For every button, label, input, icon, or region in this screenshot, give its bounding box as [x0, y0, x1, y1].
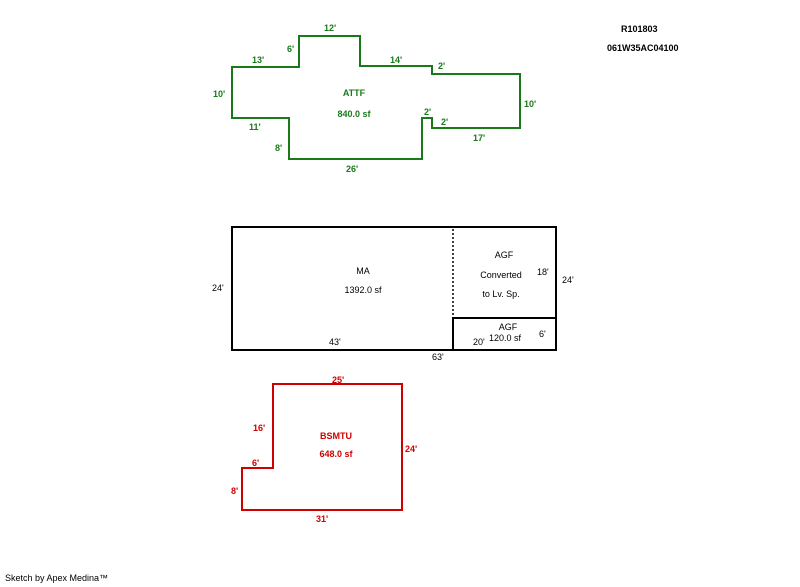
attf-label: ATTF: [342, 88, 366, 98]
attf-dim-top: 12': [324, 23, 337, 33]
attf-outline: [231, 35, 521, 160]
agf-small-label: AGF: [498, 322, 518, 332]
bsmtu-outline: [241, 383, 403, 511]
attf-dim-left-step-up: 6': [287, 44, 295, 54]
main-area-label: MA: [356, 266, 370, 276]
main-area-outline: [231, 226, 557, 351]
agf-small-area: 120.0 sf: [488, 333, 522, 343]
attf-dim-lower-right: 17': [473, 133, 486, 143]
attf-dim-right-step-top: 2': [438, 61, 446, 71]
attf-dim-left-step-down: 8': [275, 143, 283, 153]
agf-small-dim-width: 20': [473, 337, 485, 347]
agf-converted-line2: Converted: [480, 270, 522, 280]
attf-dim-lower-left: 11': [249, 122, 261, 132]
bsmtu-dim-left-lower: 8': [231, 486, 239, 496]
parcel-id: R101803: [621, 24, 658, 34]
attf-dim-upper-left: 13': [252, 55, 265, 65]
attf-dim-left-side: 10': [213, 89, 226, 99]
bsmtu-label: BSMTU: [320, 431, 352, 441]
bsmtu-area: 648.0 sf: [319, 449, 353, 459]
agf-converted-line3: to Lv. Sp.: [482, 289, 520, 299]
agf-small-outline: [452, 317, 557, 351]
bsmtu-dim-step: 6': [252, 458, 260, 468]
attf-dim-notch-vertical: 2': [424, 107, 432, 117]
bsmtu-dim-left-upper: 16': [253, 423, 266, 433]
sketch-credit: Sketch by Apex Medina™: [5, 573, 109, 583]
main-area-area: 1392.0 sf: [344, 285, 382, 295]
map-number: 061W35AC04100: [607, 43, 679, 53]
attf-area: 840.0 sf: [337, 109, 371, 119]
main-area-dim-right: 24': [562, 275, 574, 285]
agf-converted-label: AGF: [494, 250, 514, 260]
attf-dim-notch-horizontal: 2': [441, 117, 449, 127]
main-area-dim-total-bottom: 63': [432, 352, 444, 362]
agf-converted-dim-height: 18': [537, 267, 549, 277]
attf-dim-upper-right: 14': [390, 55, 403, 65]
main-area-dim-left: 24': [212, 283, 224, 293]
bsmtu-dim-top: 25': [332, 375, 345, 385]
bsmtu-dim-bottom: 31': [316, 514, 329, 524]
attf-dim-bottom: 26': [346, 164, 359, 174]
bsmtu-dim-right: 24': [405, 444, 418, 454]
agf-small-dim-height: 6': [539, 329, 546, 339]
main-area-dim-bottom: 43': [329, 337, 341, 347]
attf-dim-right-side: 10': [524, 99, 537, 109]
